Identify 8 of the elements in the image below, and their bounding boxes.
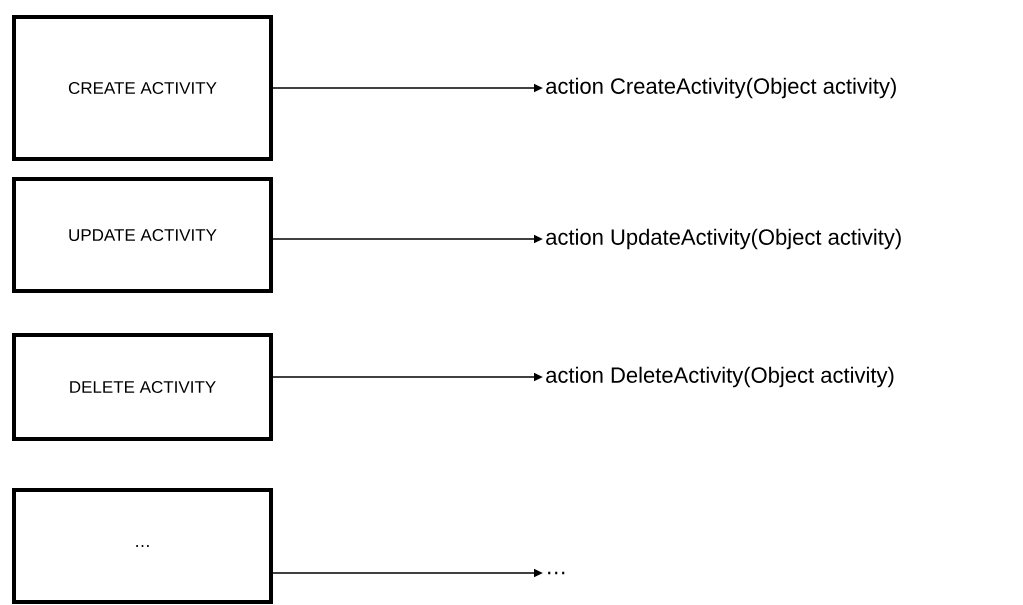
process-box: DELETE ACTIVITY (12, 333, 273, 441)
process-box: … (12, 488, 273, 604)
action-label: action DeleteActivity(Object activity) (546, 366, 894, 388)
action-label: … (548, 571, 565, 575)
process-box: UPDATE ACTIVITY (12, 177, 273, 293)
action-label: action CreateActivity(Object activity) (546, 77, 896, 99)
action-label: action UpdateActivity(Object activity) (546, 228, 901, 250)
process-box: CREATE ACTIVITY (12, 15, 273, 161)
